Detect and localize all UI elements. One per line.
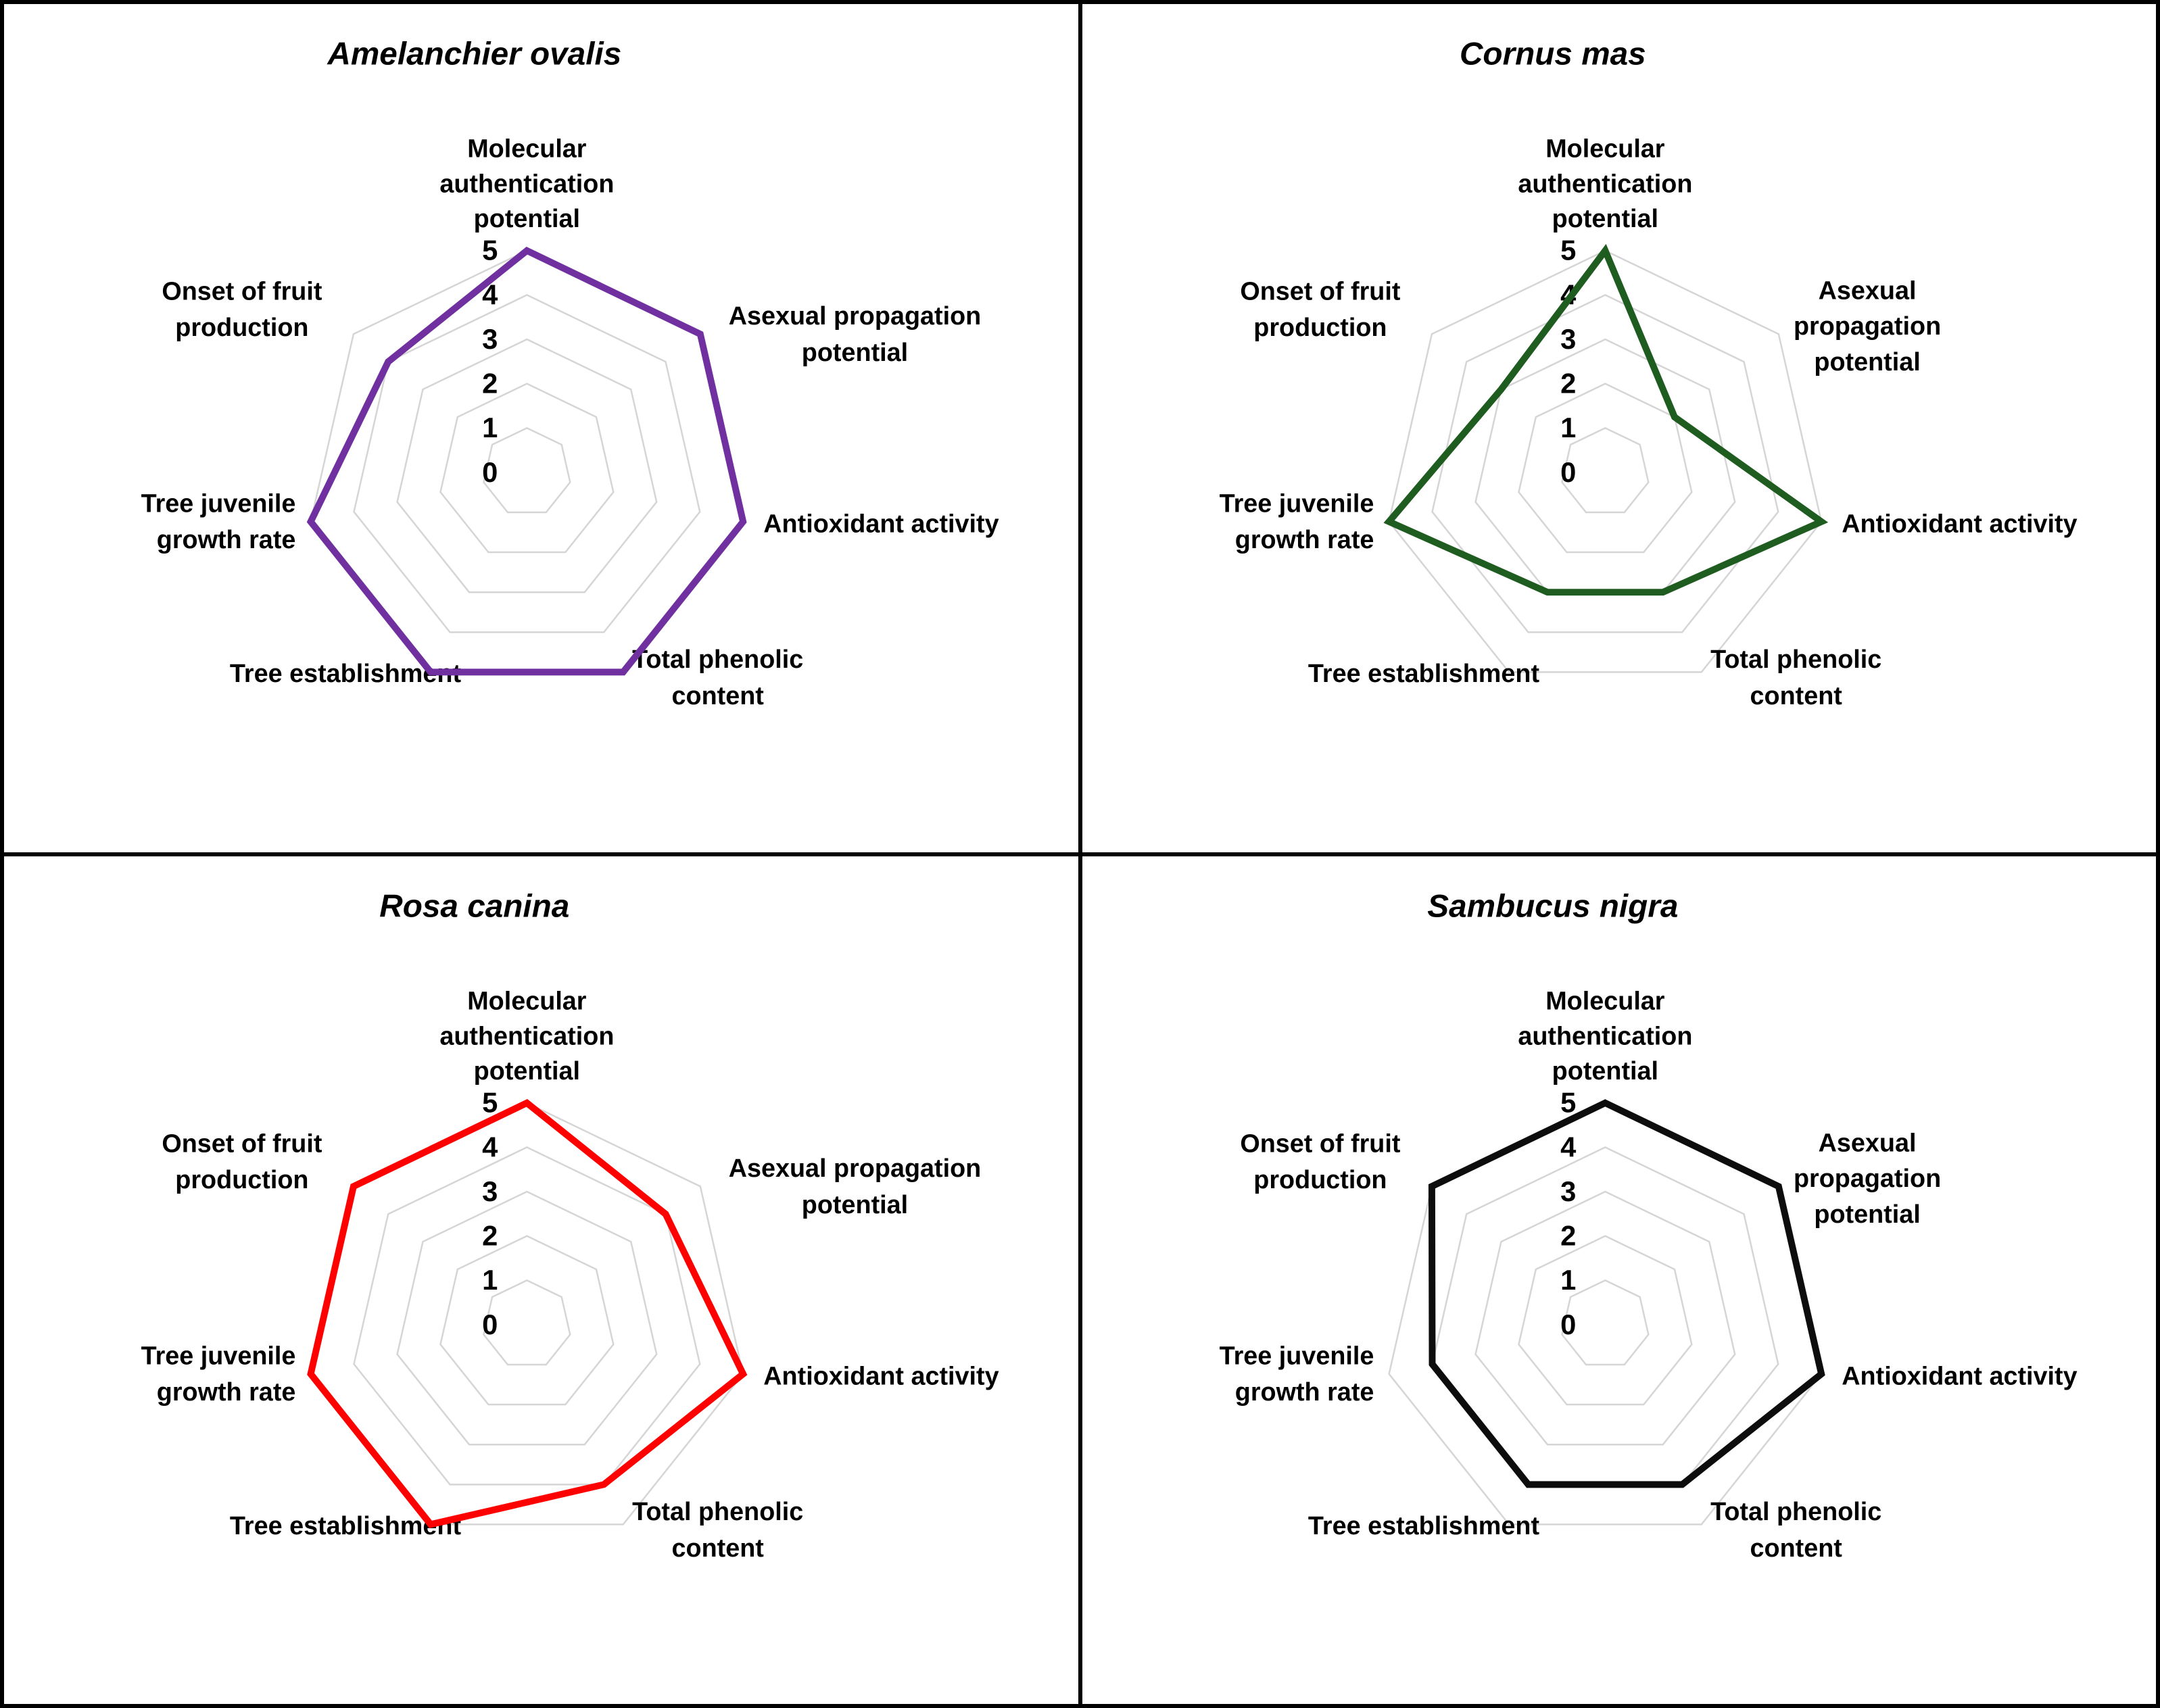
- tick-label-5: 5: [482, 1086, 498, 1118]
- grid-ring-2: [1517, 383, 1693, 554]
- tick-label-1: 1: [482, 1264, 498, 1296]
- grid-rings: [1387, 249, 1823, 673]
- tick-label-2: 2: [1560, 1219, 1576, 1251]
- grid-ring-4: [353, 1146, 701, 1486]
- data-polygon: [306, 246, 747, 676]
- grid-rings: [1387, 1101, 1823, 1526]
- chart-title: Rosa canina: [379, 888, 569, 924]
- grid-ring-5: [1387, 249, 1823, 673]
- chart-title: Cornus mas: [1459, 36, 1646, 72]
- data-polygon: [1383, 243, 1828, 596]
- grid-ring-2: [439, 383, 615, 554]
- grid-ring-2: [1517, 1234, 1693, 1405]
- axis-label-4: Tree establishment: [1307, 660, 1539, 688]
- grid-ring-5: [310, 249, 744, 673]
- tick-label-2: 2: [482, 368, 498, 399]
- tick-label-2: 2: [1560, 368, 1576, 399]
- axis-label-4: Tree establishment: [1307, 1512, 1539, 1540]
- grid-ring-3: [396, 1190, 658, 1445]
- tick-labels: 0 1 2 3 4 5: [482, 1086, 498, 1340]
- tick-label-0: 0: [482, 1308, 498, 1340]
- tick-label-0: 0: [1560, 1308, 1576, 1340]
- grid-ring-1: [483, 1279, 571, 1365]
- grid-ring-4: [353, 294, 701, 633]
- axis-label-2: Antioxidant activity: [1842, 1362, 2077, 1390]
- chart-title: Sambucus nigra: [1427, 888, 1678, 924]
- grid-ring-3: [396, 338, 658, 593]
- grid-ring-5: [310, 1101, 744, 1526]
- grid-ring-2: [439, 1234, 615, 1405]
- tick-label-3: 3: [1560, 323, 1576, 355]
- tick-label-0: 0: [482, 456, 498, 488]
- grid-ring-5: [1387, 1101, 1823, 1526]
- tick-label-4: 4: [1560, 1131, 1576, 1163]
- tick-labels: 0 1 2 3 4 5: [1560, 1086, 1576, 1340]
- tick-label-5: 5: [482, 235, 498, 266]
- tick-label-1: 1: [1560, 1264, 1576, 1296]
- axis-label-2: Antioxidant activity: [763, 510, 999, 538]
- tick-label-2: 2: [482, 1219, 498, 1251]
- tick-label-1: 1: [482, 412, 498, 443]
- tick-label-5: 5: [1560, 1086, 1576, 1118]
- tick-label-0: 0: [1560, 456, 1576, 488]
- grid-ring-1: [483, 426, 571, 514]
- grid-rings: [310, 249, 744, 673]
- tick-label-3: 3: [1560, 1175, 1576, 1206]
- data-polygon: [1428, 1098, 1825, 1488]
- chart-title: Amelanchier ovalis: [327, 36, 621, 72]
- tick-label-5: 5: [1560, 235, 1576, 266]
- grid-ring-1: [1560, 1279, 1650, 1365]
- grid-ring-1: [1560, 426, 1650, 514]
- axis-label-2: Antioxidant activity: [763, 1362, 999, 1390]
- grid-ring-3: [1474, 1190, 1736, 1445]
- axis-label-2: Antioxidant activity: [1842, 510, 2077, 538]
- data-polygon: [307, 1098, 748, 1528]
- tick-label-4: 4: [482, 1131, 498, 1163]
- grid-rings: [310, 1101, 744, 1526]
- tick-label-1: 1: [1560, 412, 1576, 443]
- tick-label-3: 3: [482, 1175, 498, 1206]
- grid-ring-4: [1431, 294, 1779, 633]
- tick-label-3: 3: [482, 323, 498, 355]
